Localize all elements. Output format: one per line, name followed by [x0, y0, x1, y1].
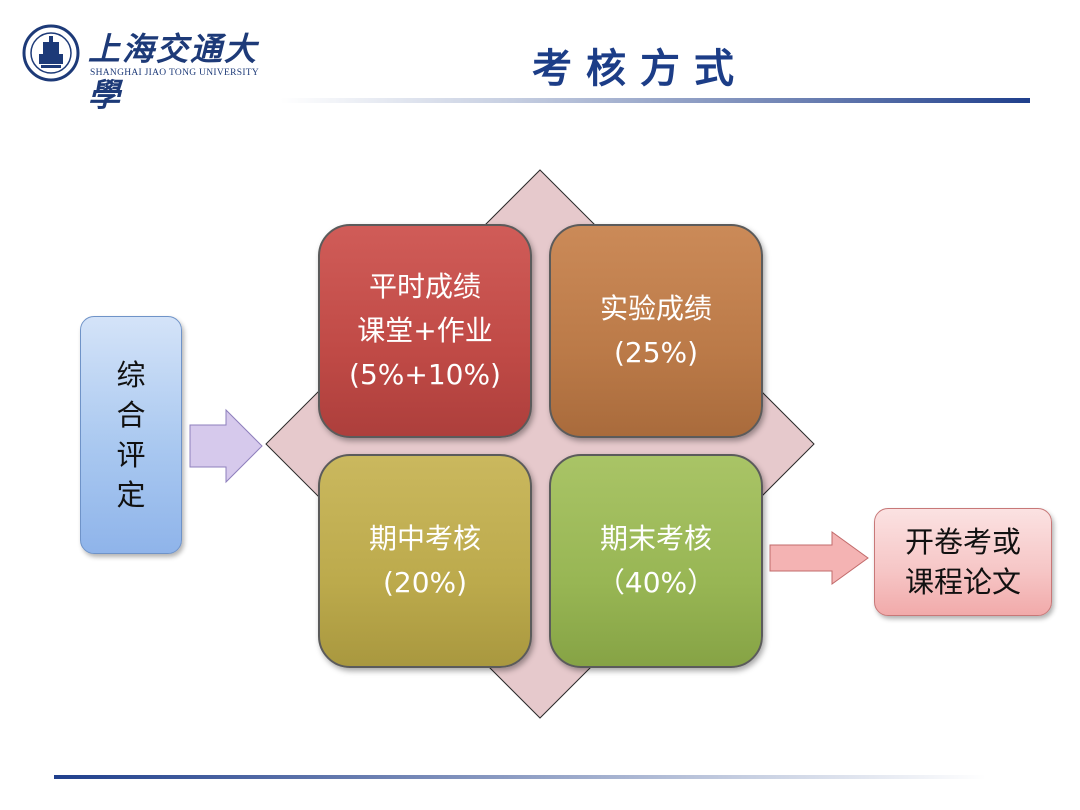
page-title: 考核方式 [532, 45, 748, 92]
quadrant-line: (20%) [382, 566, 468, 599]
quadrant-line: 平时成绩 [368, 270, 481, 303]
source-line: 综 [116, 358, 146, 392]
university-logo: 上海交通大學 SHANGHAI JIAO TONG UNIVERSITY [22, 22, 272, 114]
left-arrow-icon [189, 408, 263, 484]
quadrant-line: （40%） [596, 566, 716, 599]
quadrant-final-exam: 期末考核 （40%） [549, 454, 763, 668]
quadrant-line: 实验成绩 [599, 292, 712, 325]
source-line: 定 [116, 478, 146, 512]
logo-english-name: SHANGHAI JIAO TONG UNIVERSITY [90, 68, 260, 78]
source-line: 评 [116, 438, 146, 472]
header-divider [280, 98, 1030, 103]
logo-chinese-name: 上海交通大學 [88, 30, 259, 114]
quadrant-line: 期中考核 [368, 522, 481, 555]
right-arrow-icon [769, 531, 869, 585]
university-seal-icon [22, 24, 80, 82]
quadrant-line: 期末考核 [599, 522, 712, 555]
quadrant-line: (5%+10%) [349, 358, 501, 391]
source-line: 合 [116, 398, 146, 432]
footer-divider [54, 775, 986, 779]
outcome-line: 课程论文 [904, 565, 1021, 599]
final-exam-format-box: 开卷考或 课程论文 [874, 508, 1052, 616]
quadrant-midterm: 期中考核 (20%) [318, 454, 532, 668]
comprehensive-evaluation-box: 综 合 评 定 [80, 316, 182, 554]
outcome-line: 开卷考或 [904, 525, 1021, 559]
quadrant-line: 课堂+作业 [357, 314, 493, 347]
quadrant-line: (25%) [613, 336, 699, 369]
quadrant-regular-grade: 平时成绩 课堂+作业 (5%+10%) [318, 224, 532, 438]
quadrant-lab-grade: 实验成绩 (25%) [549, 224, 763, 438]
